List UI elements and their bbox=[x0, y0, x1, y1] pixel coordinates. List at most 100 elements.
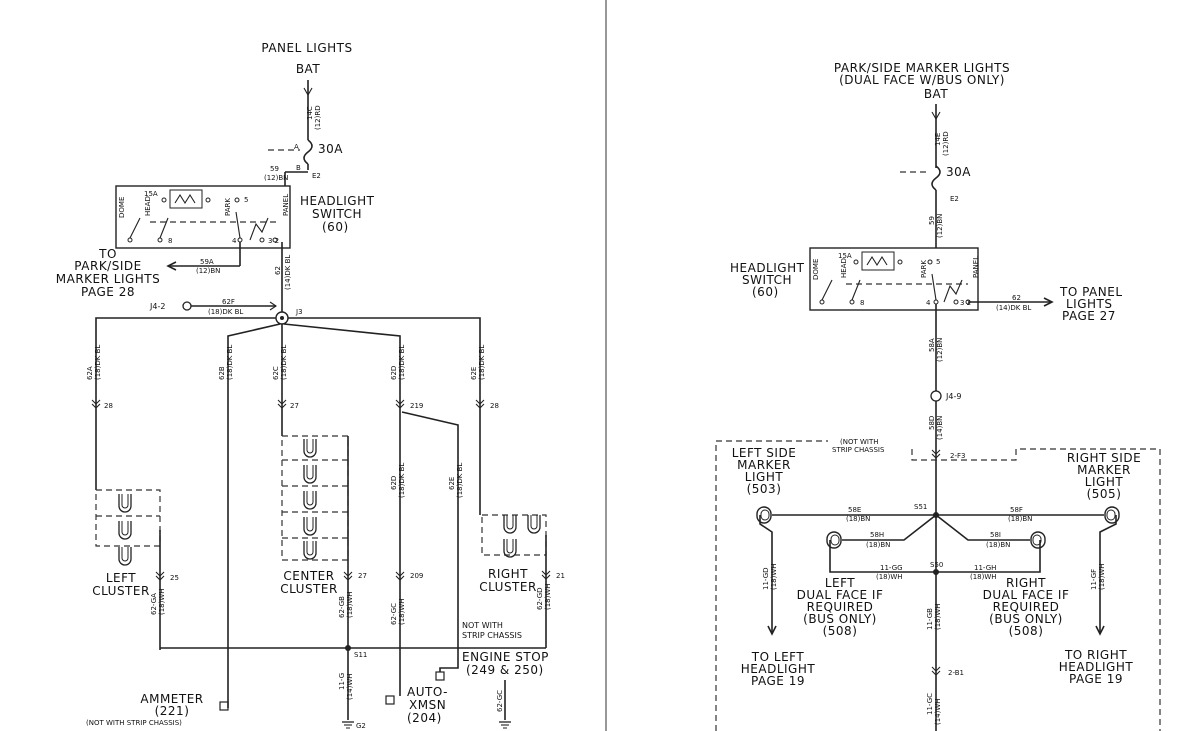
svg-text:28: 28 bbox=[490, 402, 499, 410]
svg-text:(18)DK BL: (18)DK BL bbox=[280, 345, 288, 380]
svg-text:(18)WH: (18)WH bbox=[970, 573, 997, 581]
svg-text:(12)RD: (12)RD bbox=[942, 131, 950, 156]
svg-text:(12)RD: (12)RD bbox=[314, 105, 322, 130]
svg-text:3 2: 3 2 bbox=[960, 299, 971, 307]
svg-text:PARK: PARK bbox=[920, 260, 928, 278]
svg-text:62: 62 bbox=[274, 266, 282, 275]
svg-text:15A: 15A bbox=[144, 190, 158, 198]
svg-text:14E: 14E bbox=[934, 133, 942, 146]
svg-text:(14)WH: (14)WH bbox=[934, 698, 942, 725]
svg-text:219: 219 bbox=[410, 402, 423, 410]
svg-text:(12)BN: (12)BN bbox=[936, 338, 944, 362]
left-title: PANEL LIGHTS bbox=[261, 41, 352, 55]
svg-text:CLUSTER: CLUSTER bbox=[92, 584, 150, 598]
svg-text:MARKER: MARKER bbox=[737, 458, 791, 472]
svg-text:11-GC: 11-GC bbox=[926, 693, 934, 715]
svg-text:62D: 62D bbox=[390, 366, 398, 380]
svg-text:STRIP CHASSIS: STRIP CHASSIS bbox=[462, 631, 522, 640]
svg-text:14C: 14C bbox=[306, 106, 314, 120]
svg-text:DOME: DOME bbox=[118, 197, 126, 218]
right-headlight-switch bbox=[809, 247, 979, 311]
svg-text:AUTO-: AUTO- bbox=[407, 685, 448, 699]
svg-text:PARK: PARK bbox=[224, 198, 232, 216]
svg-text:STRIP CHASSIS: STRIP CHASSIS bbox=[832, 446, 885, 454]
svg-text:BAT: BAT bbox=[924, 87, 949, 101]
svg-text:HEADLIGHT: HEADLIGHT bbox=[730, 261, 805, 275]
svg-text:DOME: DOME bbox=[812, 259, 820, 280]
svg-text:(18)DK BL: (18)DK BL bbox=[208, 308, 243, 316]
svg-text:(18)BN: (18)BN bbox=[1008, 515, 1032, 523]
svg-text:LEFT: LEFT bbox=[106, 571, 136, 585]
svg-text:DUAL FACE IF: DUAL FACE IF bbox=[797, 588, 884, 602]
svg-text:62A: 62A bbox=[86, 366, 94, 380]
svg-text:(18)DK BL: (18)DK BL bbox=[398, 345, 406, 380]
svg-text:5: 5 bbox=[244, 196, 248, 204]
svg-text:S11: S11 bbox=[354, 651, 367, 659]
center-cluster bbox=[281, 435, 349, 561]
svg-text:LEFT: LEFT bbox=[825, 576, 855, 590]
svg-text:27: 27 bbox=[358, 572, 367, 580]
svg-text:27: 27 bbox=[290, 402, 299, 410]
svg-text:11-GD: 11-GD bbox=[762, 567, 770, 590]
svg-text:11-GG: 11-GG bbox=[880, 564, 903, 572]
left-fuse: 30A bbox=[318, 142, 343, 156]
svg-text:(503): (503) bbox=[747, 482, 782, 496]
svg-text:J3: J3 bbox=[295, 308, 303, 316]
svg-text:REQUIRED: REQUIRED bbox=[807, 600, 874, 614]
svg-text:11-GB: 11-GB bbox=[926, 608, 934, 630]
svg-text:8: 8 bbox=[168, 237, 172, 245]
svg-text:SWITCH: SWITCH bbox=[742, 273, 792, 287]
svg-text:(18)WH: (18)WH bbox=[398, 598, 406, 625]
svg-text:58D: 58D bbox=[928, 416, 936, 430]
svg-text:(BUS ONLY): (BUS ONLY) bbox=[803, 612, 877, 626]
svg-text:PAGE 28: PAGE 28 bbox=[81, 285, 135, 299]
svg-text:AMMETER: AMMETER bbox=[140, 692, 203, 706]
svg-text:(NOT WITH: (NOT WITH bbox=[840, 438, 879, 446]
svg-text:62C: 62C bbox=[272, 366, 280, 380]
svg-text:(18)BN: (18)BN bbox=[986, 541, 1010, 549]
svg-text:(18)WH: (18)WH bbox=[346, 591, 354, 618]
svg-text:58E: 58E bbox=[848, 506, 861, 514]
svg-text:XMSN: XMSN bbox=[409, 698, 446, 712]
svg-text:2-B1: 2-B1 bbox=[948, 669, 964, 677]
svg-text:58F: 58F bbox=[1010, 506, 1023, 514]
svg-text:B: B bbox=[296, 164, 301, 172]
svg-text:G2: G2 bbox=[356, 722, 366, 730]
svg-text:(14)DK BL: (14)DK BL bbox=[996, 304, 1031, 312]
svg-text:59: 59 bbox=[928, 216, 936, 225]
svg-text:LIGHTS: LIGHTS bbox=[1066, 297, 1113, 311]
svg-text:59A: 59A bbox=[200, 258, 214, 266]
svg-text:(18)WH: (18)WH bbox=[934, 603, 942, 630]
svg-text:PAGE 27: PAGE 27 bbox=[1062, 309, 1116, 323]
svg-text:RIGHT SIDE: RIGHT SIDE bbox=[1067, 451, 1141, 465]
svg-text:28: 28 bbox=[104, 402, 113, 410]
svg-text:3 2: 3 2 bbox=[268, 237, 279, 245]
svg-text:4: 4 bbox=[232, 237, 237, 245]
svg-text:11-GH: 11-GH bbox=[974, 564, 996, 572]
svg-text:30A: 30A bbox=[946, 165, 971, 179]
svg-text:15A: 15A bbox=[838, 252, 852, 260]
svg-text:(18)DK BL: (18)DK BL bbox=[398, 463, 406, 498]
svg-text:(60): (60) bbox=[752, 285, 779, 299]
svg-text:209: 209 bbox=[410, 572, 423, 580]
svg-text:HEADLIGHT: HEADLIGHT bbox=[741, 662, 816, 676]
svg-text:21: 21 bbox=[556, 572, 565, 580]
right-diagram: PARK/SIDE MARKER LIGHTS (DUAL FACE W/BUS… bbox=[715, 61, 1161, 731]
svg-text:MARKER LIGHTS: MARKER LIGHTS bbox=[56, 272, 161, 286]
svg-text:NOT WITH: NOT WITH bbox=[462, 621, 503, 630]
svg-text:HEAD: HEAD bbox=[840, 258, 848, 278]
svg-text:J4-9: J4-9 bbox=[945, 392, 961, 401]
svg-text:E2: E2 bbox=[312, 172, 321, 180]
svg-text:(60): (60) bbox=[322, 220, 349, 234]
left-bat: BAT bbox=[296, 62, 321, 76]
svg-text:(249 & 250): (249 & 250) bbox=[466, 663, 544, 677]
svg-text:CLUSTER: CLUSTER bbox=[479, 580, 537, 594]
svg-text:LEFT SIDE: LEFT SIDE bbox=[732, 446, 797, 460]
svg-text:(508): (508) bbox=[1009, 624, 1044, 638]
svg-text:RIGHT: RIGHT bbox=[488, 567, 528, 581]
svg-text:(18)WH: (18)WH bbox=[770, 563, 778, 590]
svg-text:(12)BN: (12)BN bbox=[936, 214, 944, 238]
svg-text:TO LEFT: TO LEFT bbox=[751, 650, 805, 664]
svg-text:(BUS ONLY): (BUS ONLY) bbox=[989, 612, 1063, 626]
